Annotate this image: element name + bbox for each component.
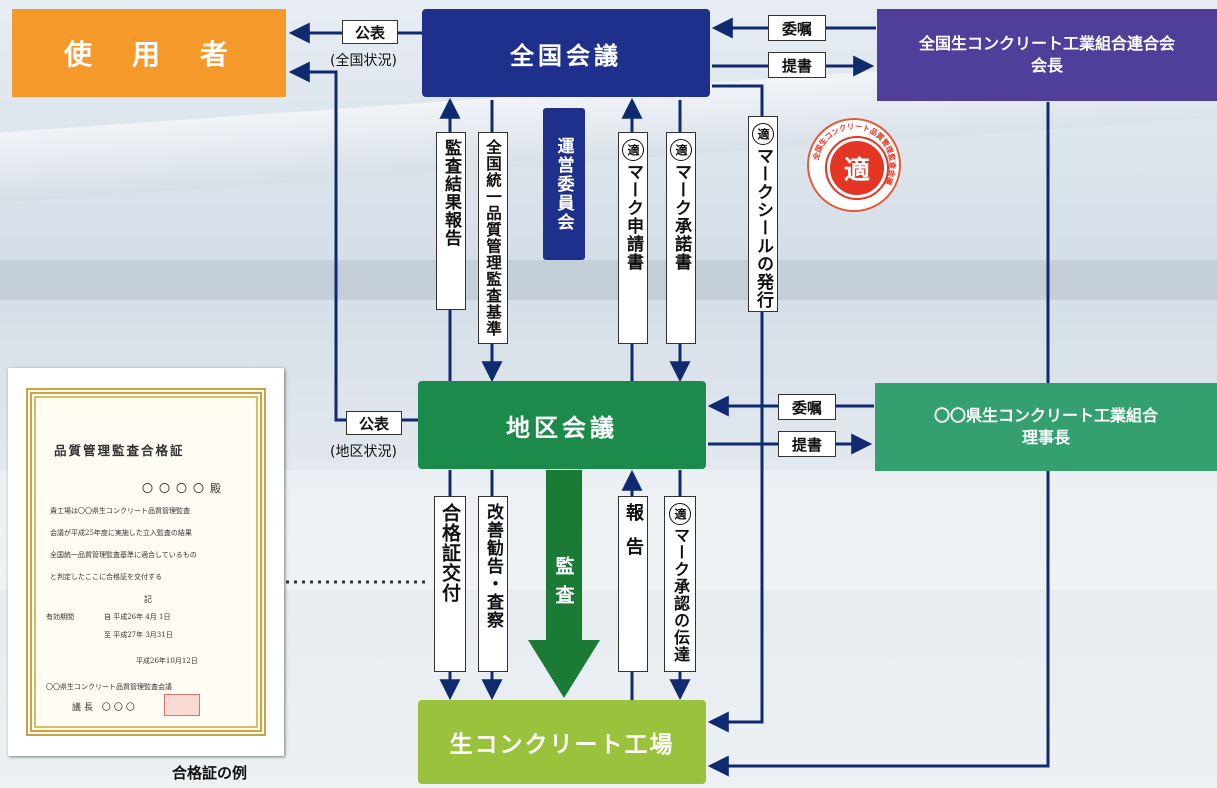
certificate-caption: 合格証の例: [172, 764, 248, 782]
national-council-label: 全国会議: [510, 41, 622, 70]
plant-box: 生コンクリート工場: [418, 700, 706, 784]
certificate-body-2: 会議が平成25年度に実施した立入監査の結果: [50, 529, 192, 537]
unified-standard-label: 全国統一品質管理監査基準: [478, 132, 508, 344]
report-label: 報告: [618, 496, 648, 672]
certificate-issue-date: 平成26年10月12日: [136, 657, 198, 665]
recommend-top-label: 提書: [768, 52, 826, 78]
prefecture-chair-line1: 〇〇県生コンクリート工業組合: [933, 406, 1158, 425]
prefecture-chair-line2: 理事長: [1021, 428, 1070, 447]
mark-circle-icon: 適: [669, 503, 691, 525]
users-box: 使 用 者: [12, 9, 286, 97]
mark-circle-icon: 適: [670, 139, 692, 161]
federation-chair-box: 全国生コンクリート工業組合連合会 会長: [877, 9, 1217, 101]
certificate-issue-label: 合格証交付: [434, 496, 466, 672]
certificate-title: 品質管理監査合格証: [54, 443, 185, 458]
certificate-seal: [164, 694, 200, 716]
mark-approval-label: 適 マーク承認の伝達: [664, 496, 696, 672]
quality-mark-stamp: 全国生コンクリート品質管理監査会議 適: [807, 118, 901, 212]
mark-application-label: 適 マーク申請書: [618, 132, 648, 344]
audit-label: 監査: [552, 556, 575, 614]
commission-top-label: 委嘱: [768, 15, 826, 41]
publish-regional-note: (地区状況): [330, 444, 397, 460]
regional-council-box: 地区会議: [418, 381, 706, 469]
certificate-issuer: 〇〇県生コンクリート品質管理監査会議: [46, 683, 172, 691]
federation-chair-line2: 会長: [1030, 56, 1063, 75]
regional-council-label: 地区会議: [506, 413, 618, 442]
improvement-label: 改善勧告・査察: [478, 496, 508, 672]
mark-consent-label: 適 マーク承諾書: [666, 132, 696, 344]
certificate-body-1: 貴工場は〇〇県生コンクリート品質管理監査: [50, 507, 190, 515]
certificate-body-3: 全国統一品質管理監査基準に適合しているもの: [50, 551, 197, 559]
mark-circle-icon: 適: [622, 139, 644, 161]
commission-mid-label: 委嘱: [778, 394, 836, 420]
publish-national-label: 公表: [342, 20, 398, 44]
recommend-mid-label: 提書: [778, 431, 836, 457]
certificate-ki: 記: [144, 595, 152, 604]
certificate-valid-to: 至 平成27年 3月31日: [104, 631, 173, 639]
arrow-federation-to-plant: [707, 102, 1050, 777]
national-council-box: 全国会議: [422, 9, 710, 97]
publish-national-note: (全国状況): [330, 53, 397, 69]
users-label: 使 用 者: [63, 38, 234, 71]
audit-report-label: 監査結果報告: [436, 132, 466, 310]
arrow-mark-seal: [707, 84, 764, 733]
federation-chair-line1: 全国生コンクリート工業組合連合会: [918, 34, 1175, 53]
mark-seal-label: 適 マークシールの発行: [748, 116, 778, 312]
publish-regional-label: 公表: [346, 411, 402, 435]
certificate-body-4: と判定したここに合格証を交付する: [50, 573, 162, 581]
management-committee-box: 運営委員会: [543, 108, 585, 260]
certificate-valid-from: 自 平成26年 4月 1日: [104, 613, 171, 621]
mark-circle-icon: 適: [752, 123, 774, 145]
management-committee-label: 運営委員会: [553, 136, 574, 232]
prefecture-chair-box: 〇〇県生コンクリート工業組合 理事長: [875, 383, 1217, 471]
certificate-recipient: 〇〇〇〇殿: [142, 482, 227, 495]
stamp-core: 適: [825, 136, 889, 200]
certificate-frame: 品質管理監査合格証 〇〇〇〇殿 貴工場は〇〇県生コンクリート品質管理監査 会議が…: [26, 388, 266, 736]
certificate-example: 品質管理監査合格証 〇〇〇〇殿 貴工場は〇〇県生コンクリート品質管理監査 会議が…: [8, 368, 284, 756]
arrow-publish-regional: [288, 61, 418, 422]
certificate-valid-label: 有効期間: [46, 613, 74, 621]
certificate-chair: 議長 〇〇〇: [72, 703, 138, 713]
plant-label: 生コンクリート工場: [449, 732, 675, 758]
audit-arrow: [528, 470, 600, 698]
